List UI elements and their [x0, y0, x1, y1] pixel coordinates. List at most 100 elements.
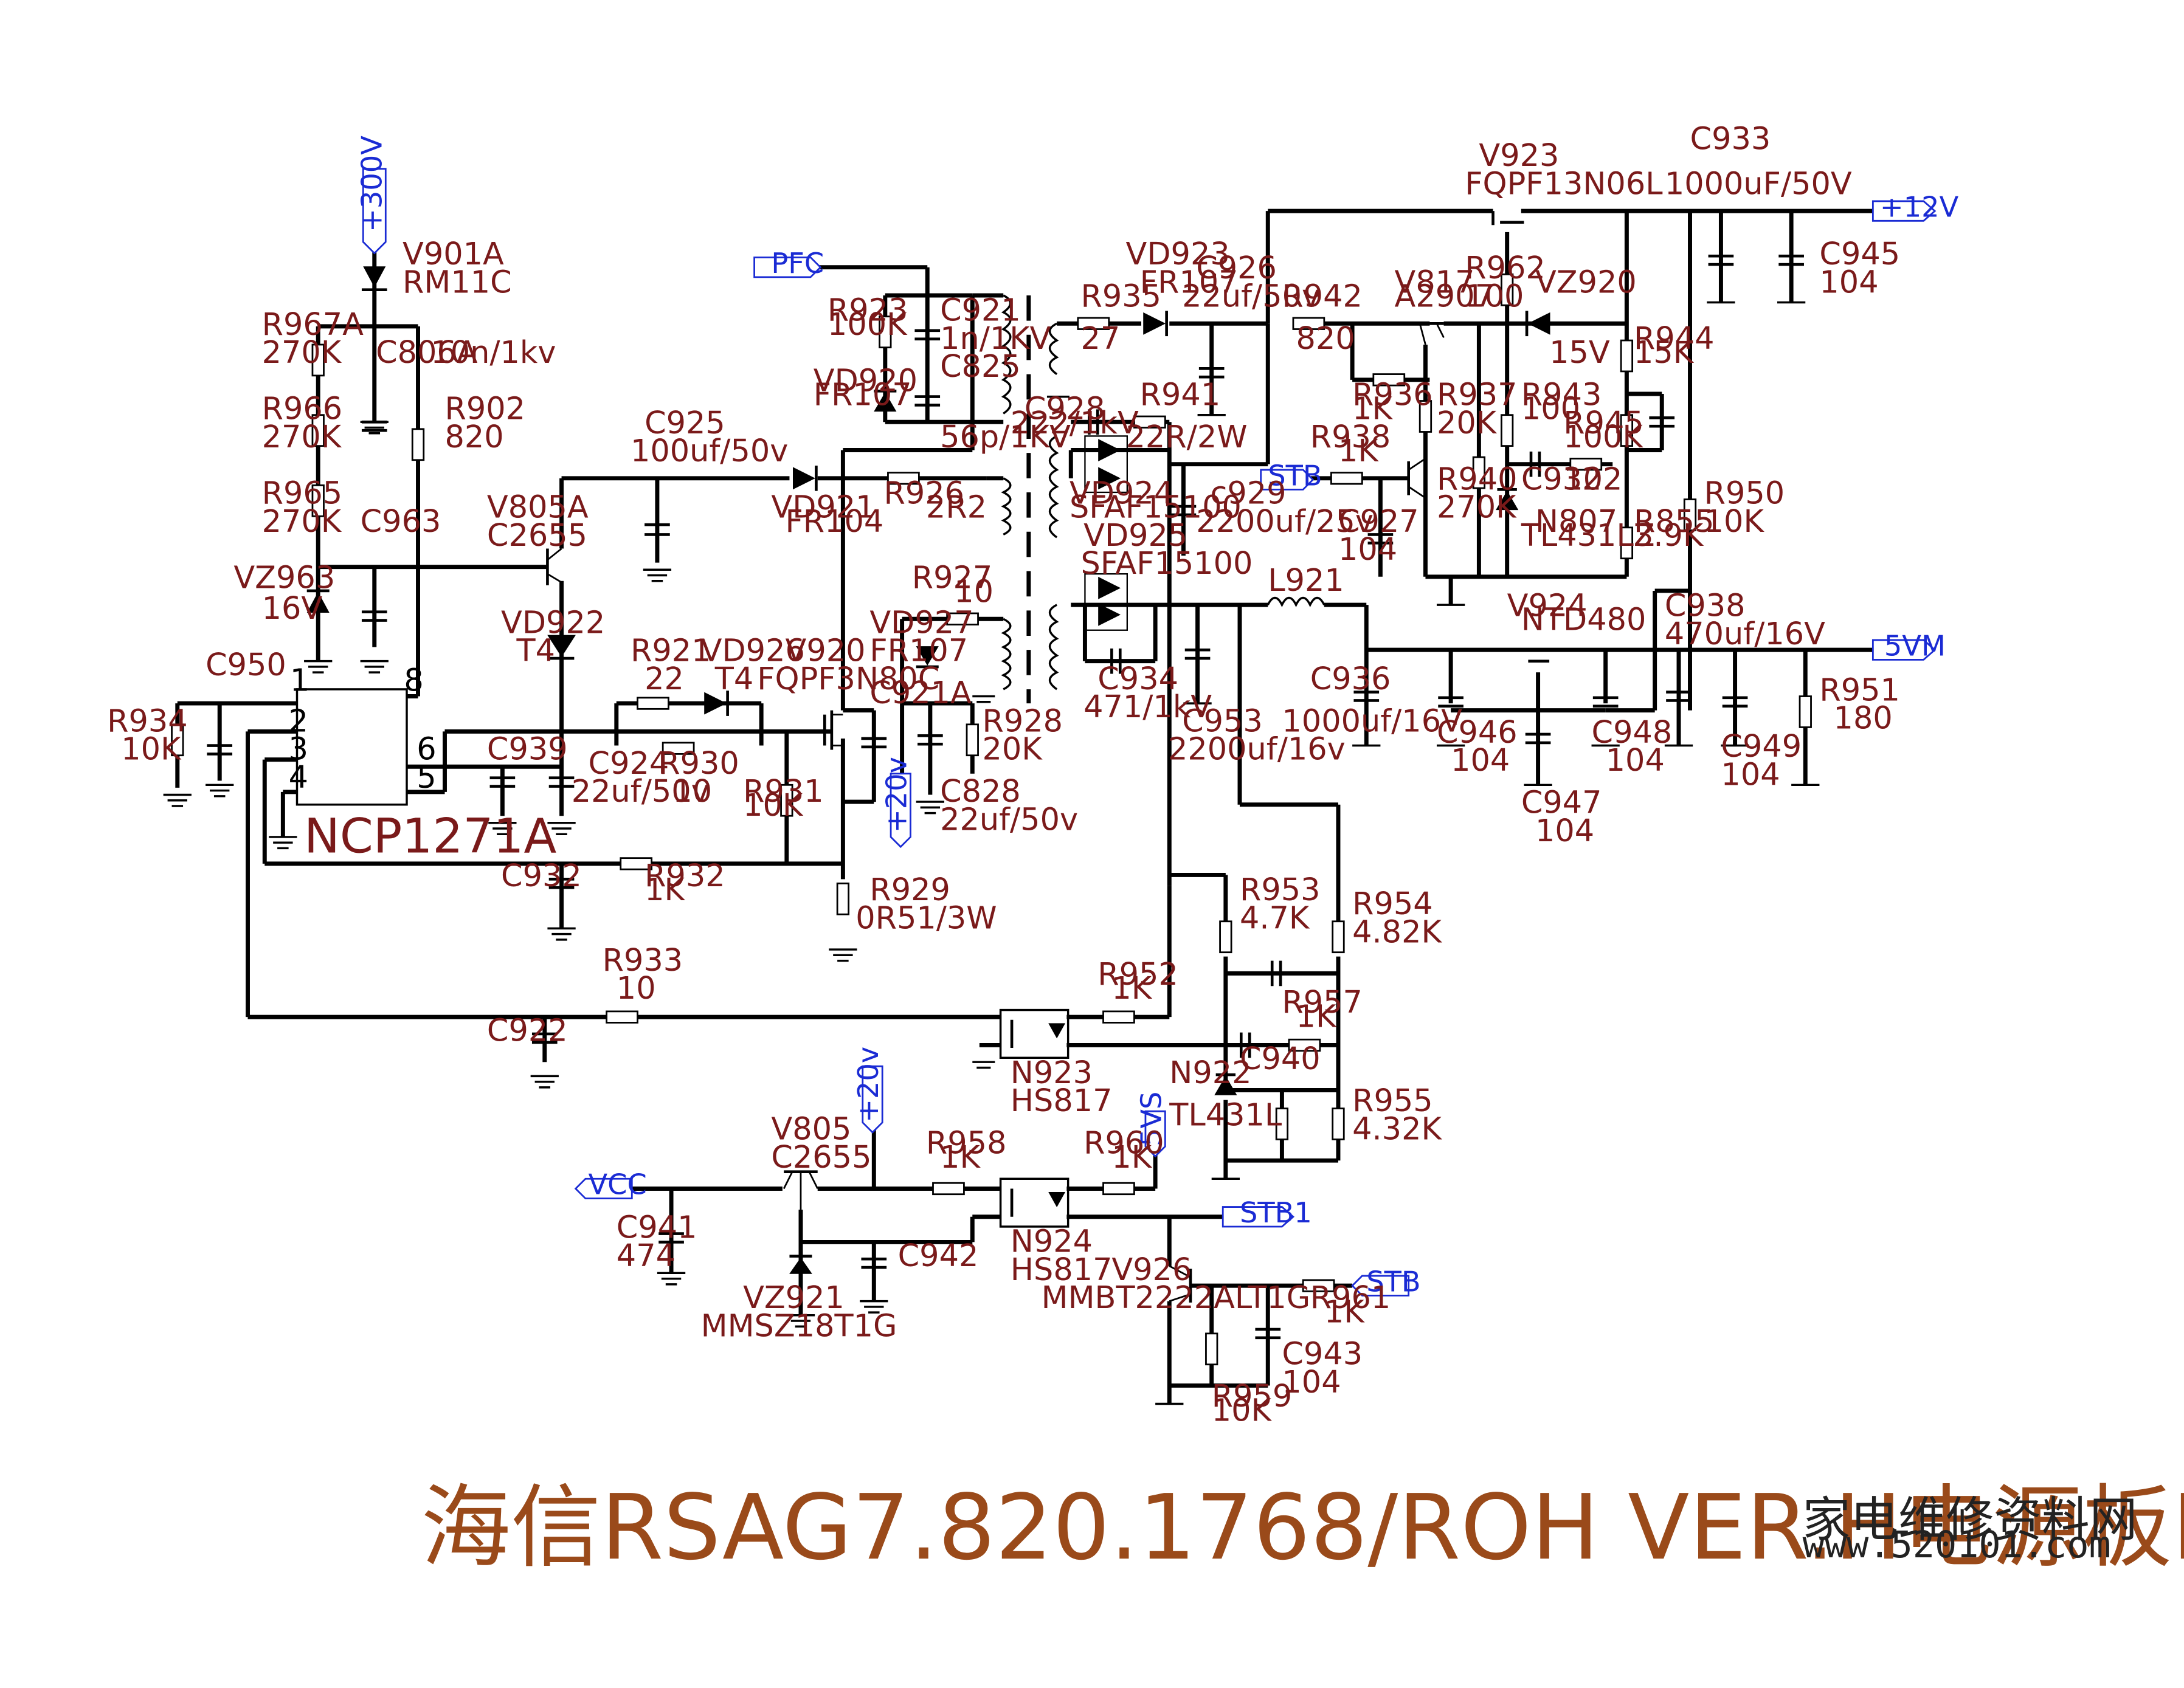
label-c953: C953 [1182, 703, 1263, 739]
label-r967a: R967A [262, 307, 364, 343]
label-v1k_g: 1K [1111, 1140, 1152, 1176]
label-c825: C825 [940, 349, 1021, 385]
label-v27: 27 [1080, 321, 1120, 357]
label-v1k_d: 1K [1111, 971, 1152, 1007]
label-v104_d: 104 [1606, 743, 1665, 779]
label-r902: R902 [444, 391, 525, 427]
ic-pin-4: 4 [289, 760, 308, 796]
label-v474: 474 [617, 1238, 676, 1274]
label-v180: 180 [1834, 701, 1893, 737]
label-v471: 471/1kV [1083, 689, 1212, 725]
label-v805: V805 [771, 1111, 851, 1147]
label-v100_a: 100 [1465, 278, 1524, 314]
ic-pin-6: 6 [416, 732, 436, 768]
port-stb1: STB1 [1240, 1196, 1312, 1229]
label-v4_82k: 4.82K [1352, 914, 1442, 950]
label-ntd480: NTD480 [1521, 602, 1647, 638]
label-v926: V926 [1111, 1252, 1192, 1288]
label-v901a: V901A [403, 236, 504, 272]
label-c963: C963 [361, 504, 441, 540]
label-c939: C939 [487, 732, 568, 768]
label-v15v: 15V [1549, 335, 1610, 371]
components [163, 211, 1820, 1405]
label-n807: N807 [1535, 504, 1617, 540]
label-r927: R927 [912, 560, 993, 596]
label-c2655_a: C2655 [487, 518, 587, 554]
label-v10k_a: 10K [121, 732, 182, 768]
label-v1000uf50v: 1000uF/50V [1665, 166, 1852, 202]
label-v2200uf25v: 2200uf/25v [1196, 504, 1374, 540]
label-v20k_b: 20K [1437, 405, 1498, 441]
label-v104_f: 104 [1721, 757, 1780, 793]
label-v10_c: 10 [617, 971, 656, 1007]
label-v56p: 56p/1KV [940, 419, 1071, 455]
port-12v: +12V [1880, 190, 1959, 223]
page-title: 海信RSAG7.820.1768/ROH VER.H电源板NCP1271A部分实… [421, 1475, 2184, 1580]
label-vz921: VZ921 [743, 1280, 845, 1316]
label-r943: R943 [1521, 377, 1602, 413]
ic-pin-5: 5 [416, 760, 436, 796]
label-r952: R952 [1097, 957, 1178, 993]
label-r921: R921 [631, 633, 711, 669]
label-r933: R933 [603, 943, 683, 979]
label-v270k_b: 270K [262, 419, 342, 455]
label-c2655_b: C2655 [771, 1140, 871, 1176]
label-c938: C938 [1665, 588, 1746, 624]
label-vd922: VD922 [501, 605, 605, 641]
label-r931: R931 [743, 774, 824, 810]
label-r961: R961 [1310, 1280, 1391, 1316]
ic-pin-1: 1 [290, 663, 309, 698]
label-r945: R945 [1563, 405, 1644, 441]
label-r960: R960 [1083, 1126, 1164, 1162]
label-v222: 222/1kV [1011, 405, 1139, 441]
label-r940: R940 [1437, 461, 1518, 497]
watermark-name: 家电维修资料网 [1803, 1492, 2138, 1548]
label-v100uf50v: 100uf/50v [631, 433, 788, 469]
label-vd923: VD923 [1126, 236, 1230, 272]
label-l921: L921 [1268, 563, 1344, 599]
label-v0r51: 0R51/3W [855, 900, 997, 936]
label-v10k_b: 10K [743, 788, 804, 824]
label-n924: N924 [1011, 1224, 1093, 1260]
label-r958: R958 [926, 1126, 1007, 1162]
label-c934: C934 [1097, 661, 1178, 697]
label-r938: R938 [1310, 419, 1391, 455]
label-v104_g: 104 [1282, 1365, 1341, 1400]
label-vd926: VD926 [701, 633, 805, 669]
label-v270k_a: 270K [262, 335, 342, 371]
label-v1n1kv: 1n/1KV [940, 321, 1051, 357]
label-c949: C949 [1721, 729, 1802, 765]
label-c932_a: C932 [501, 858, 582, 894]
ic-ncp1271a: 1 2 3 4 5 6 8 NCP1271A [289, 663, 557, 864]
label-r934: R934 [107, 703, 188, 739]
label-c925: C925 [644, 405, 725, 441]
label-v1k_f: 1K [940, 1140, 981, 1176]
label-mmbt2222: MMBT2222ALT1G [1042, 1280, 1311, 1316]
label-v102: 102 [1563, 461, 1622, 497]
label-v1k_b: 1K [1352, 391, 1393, 427]
label-v3_9k: 3.9K [1634, 518, 1704, 554]
label-r951: R951 [1819, 672, 1900, 708]
port-5vs: 5VS [1135, 1092, 1167, 1146]
label-r959: R959 [1212, 1379, 1293, 1414]
port-20v-a: +20v [880, 757, 913, 833]
label-c945: C945 [1819, 236, 1900, 272]
label-v100k: 100K [828, 307, 908, 343]
label-v805a: V805A [487, 490, 589, 526]
label-t4_a: T4 [516, 633, 555, 669]
port-vcc: VCC [589, 1168, 647, 1201]
label-v104_b: 104 [1819, 264, 1878, 300]
label-fr104: FR104 [786, 504, 884, 540]
label-c941: C941 [617, 1210, 697, 1245]
label-c921: C921 [940, 293, 1021, 329]
label-fr107_c: FR107 [1140, 264, 1239, 300]
label-vd920: VD920 [814, 363, 917, 399]
label-hs817_a: HS817 [1011, 1083, 1113, 1119]
label-c948: C948 [1592, 715, 1673, 751]
label-v923: V923 [1479, 138, 1559, 174]
label-v1000uf16v: 1000uf/16V [1282, 703, 1462, 739]
label-c928: C928 [1025, 391, 1105, 427]
label-c806a: C806A [376, 335, 478, 371]
label-r935: R935 [1080, 278, 1161, 314]
label-c936: C936 [1310, 661, 1391, 697]
